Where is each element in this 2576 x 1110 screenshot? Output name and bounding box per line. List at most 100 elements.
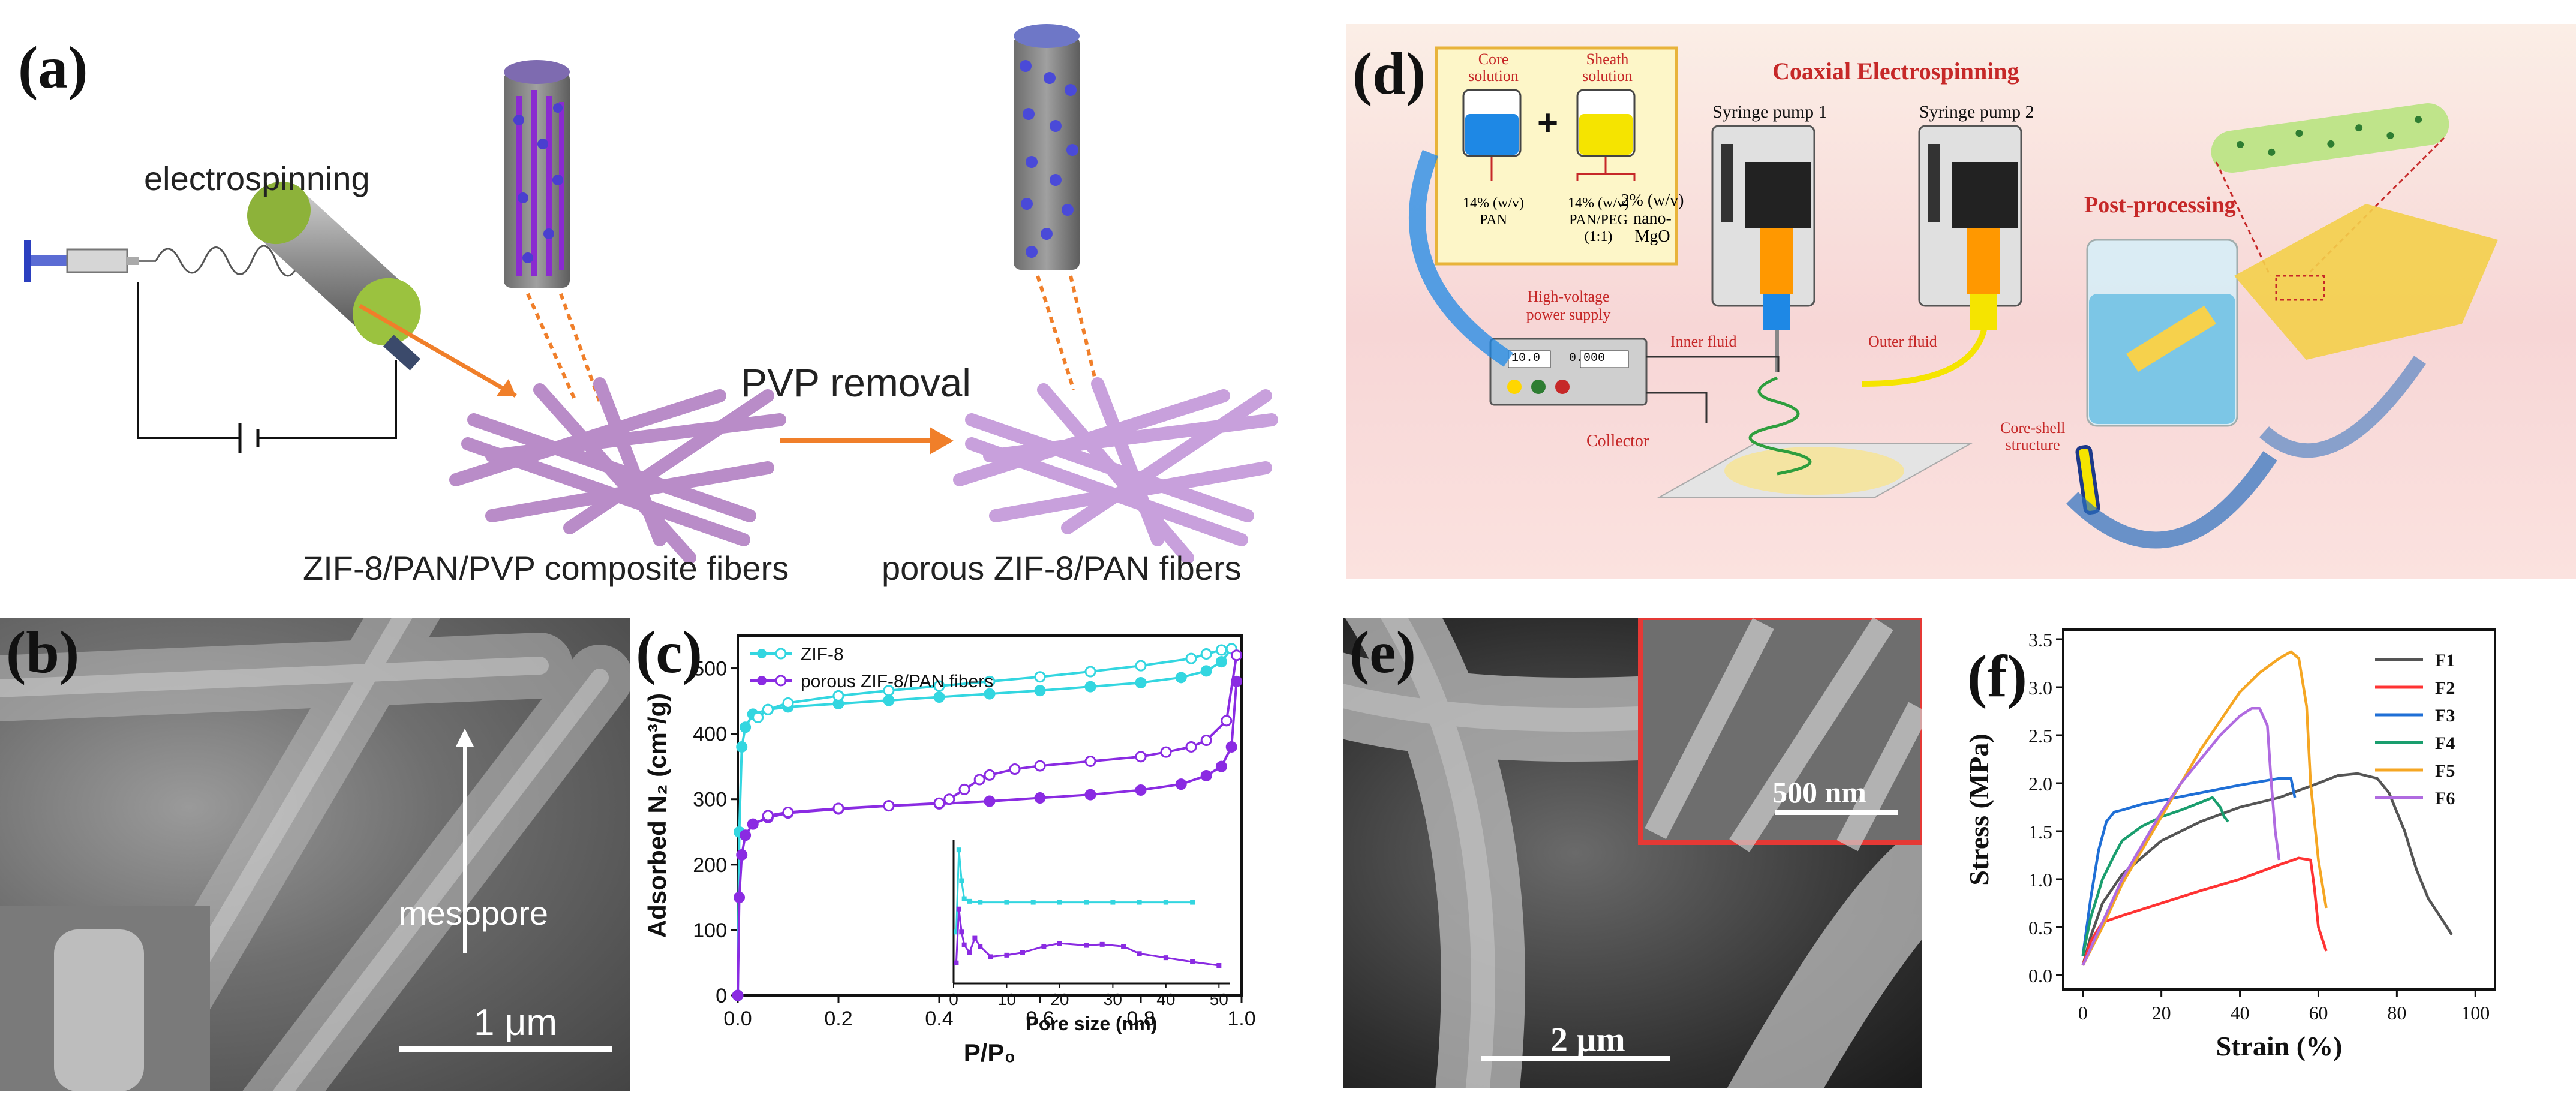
isotherm-point [883,800,895,812]
y-axis-label: Adsorbed N₂ (cm³/g) [643,693,671,938]
y-tick-label: 2.0 [2028,773,2052,795]
y-tick-label: 1.0 [2028,869,2052,891]
inset-x-tick-label: 30 [1104,990,1122,1009]
x-axis-label: P/P₀ [964,1039,1016,1067]
x-tick-label: 0.4 [925,1007,953,1030]
syringe-pump-2 [1918,125,2022,330]
electrospinning-label: electrospinning [144,160,370,197]
inset-x-axis-label: Pore size (nm) [1026,1013,1158,1034]
x-tick-label: 20 [2152,1002,2171,1024]
isotherm-point [1160,746,1172,758]
panel-c-label: (c) [636,619,702,685]
pore-size-point [1041,944,1047,949]
inset-x-tick-label: 40 [1156,990,1175,1009]
isotherm-point [984,769,996,781]
porous-fiber-mat [953,377,1278,564]
electrospinning-schematic [24,24,1278,564]
coaxial-electrospinning-schematic [1408,46,2498,549]
isotherm-point [1200,648,1212,660]
fiber-texture-e [1343,618,1922,1088]
legend-marker [775,675,787,687]
isotherm-point [1200,735,1212,747]
inset-x-tick-label: 0 [949,990,958,1009]
isotherm-point [943,793,955,805]
panel-b-label: (b) [6,619,80,685]
isotherm-point [1084,789,1096,801]
post-processing-beaker [2086,239,2238,427]
panel-d: (d) [1346,24,2576,579]
inset-x-tick-label: 20 [1050,990,1069,1009]
syringe-pump-1 [1711,125,1815,330]
legend-marker [757,649,767,658]
isotherm-point [958,783,970,795]
stress-strain-curve [2081,772,2453,966]
collector-label: Collector [1586,432,1649,450]
pore-size-point [978,900,983,905]
isotherm-point [1034,671,1046,683]
y-tick-label: 2.5 [2028,725,2052,747]
legend-label: F5 [2435,761,2455,781]
scale-bar-label-inset: 500 nm [1772,775,1866,809]
isotherm-point [984,795,996,807]
pore-size-point [1020,950,1025,955]
isotherm-point [1009,763,1021,775]
pore-size-point [988,954,993,959]
pore-size-point [1163,955,1168,961]
panel-b-sem-image: (b) mesopore 1 μm [0,618,630,1091]
y-tick-label: 1.5 [2028,821,2052,843]
pore-size-point [961,896,967,901]
x-tick-label: 0 [2078,1002,2088,1024]
syringe-pump-2-label: Syringe pump 2 [1919,102,2034,122]
inset-x-tick-label: 10 [997,990,1016,1009]
y-tick-label: 0.5 [2028,917,2052,938]
high-voltage-power-supply [1489,338,1648,406]
isotherm-point [1200,769,1212,781]
outer-fluid-label: Outer fluid [1868,333,1937,350]
stress-strain-curve [2081,777,2297,956]
sheath-solution-beaker [1576,89,1636,181]
pore-size-point [956,847,961,853]
x-tick-label: 40 [2231,1002,2250,1024]
isotherm-point [752,711,764,723]
isotherm-point [734,891,746,903]
pore-size-point [1084,943,1089,948]
post-processing-label: Post-processing [2084,192,2236,218]
pore-size-point [954,960,959,965]
isotherm-point [984,675,996,687]
scale-bar-label-b: 1 μm [474,1002,558,1043]
isotherm-point [740,721,752,733]
isotherm-point [732,989,744,1001]
pore-size-point [956,906,961,912]
x-tick-label: 100 [2461,1002,2490,1024]
isotherm-point [832,802,844,814]
isotherm-point [933,680,945,692]
isotherm-point [1135,660,1147,672]
scale-bar-label-e: 2 μm [1550,1020,1625,1059]
y-tick-label: 0 [716,985,727,1007]
isotherm-point [1034,685,1046,697]
panel-e-sem-image: (e) 500 nm 2 μm [1343,618,1922,1088]
isotherm-point [1175,778,1187,790]
isotherm-point [762,810,774,822]
pore-size-point [978,944,983,949]
y-tick-label: 400 [693,723,727,746]
legend-label: F2 [2435,678,2455,698]
pore-size-point [1216,963,1222,968]
hv-display: 10.0 0.000 [1511,351,1606,365]
fiber-jet-spiral [155,245,301,277]
isotherm-point [1215,760,1227,772]
y-tick-label: 0.0 [2028,965,2052,986]
coaxial-electrospinning-title: Coaxial Electrospinning [1772,58,2019,85]
legend-label: porous ZIF-8/PAN fibers [801,672,993,691]
x-tick-label: 0.6 [1026,1007,1054,1030]
pore-size-point [967,950,972,955]
composite-fibers-caption: ZIF-8/PAN/PVP composite fibers [303,549,789,587]
pore-size-point [959,878,964,883]
inner-fluid-label: Inner fluid [1670,333,1737,350]
porous-fibers-caption: porous ZIF-8/PAN fibers [882,549,1242,587]
